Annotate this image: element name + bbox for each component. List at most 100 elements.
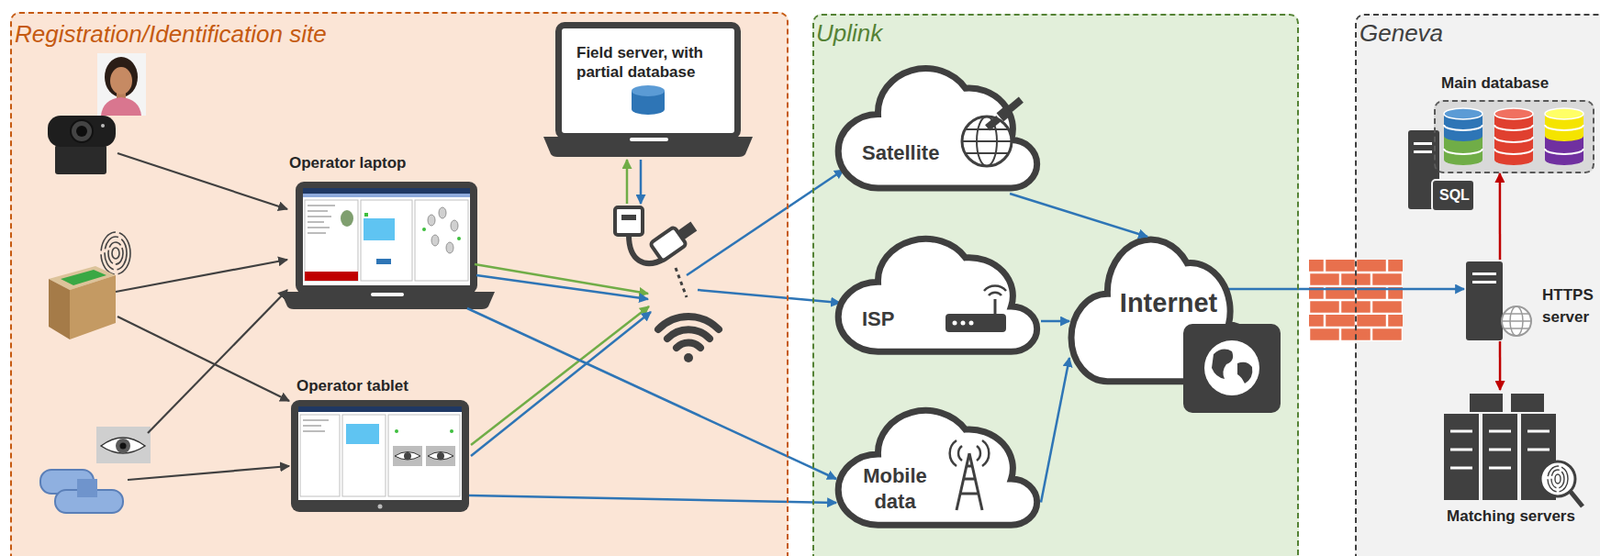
globe-icon bbox=[1204, 340, 1260, 396]
https-server-icon bbox=[1465, 261, 1503, 341]
database-group bbox=[1433, 100, 1595, 174]
matching-server-icon bbox=[1481, 413, 1519, 502]
ethernet-plug bbox=[615, 207, 701, 298]
tower-icon bbox=[950, 440, 990, 511]
database-group bbox=[1544, 124, 1584, 155]
region-ground bbox=[10, 11, 1600, 556]
connector-arrow bbox=[1499, 173, 1502, 260]
tablet-box: Operator tablet bbox=[290, 374, 470, 513]
satellite-icon bbox=[984, 95, 1025, 133]
db-engine-label: SQL bbox=[1439, 186, 1470, 205]
satellite-icon bbox=[962, 95, 1025, 167]
matching-server-icon bbox=[1540, 461, 1576, 497]
fingerprint-image bbox=[104, 236, 127, 270]
cloud-box: Satellite bbox=[836, 66, 1041, 194]
laptop-drawing bbox=[427, 214, 436, 226]
webcam bbox=[76, 125, 88, 137]
satellite-icon bbox=[984, 115, 1001, 131]
field-server-laptop bbox=[543, 136, 753, 157]
cloud-label: Internet bbox=[1113, 287, 1224, 319]
cloud-shape bbox=[838, 68, 1037, 189]
laptop-drawing bbox=[364, 212, 369, 217]
laptop-drawing bbox=[360, 200, 413, 281]
router-icon bbox=[952, 321, 958, 326]
laptop-drawing bbox=[450, 220, 459, 232]
fingerprint-image bbox=[100, 232, 131, 275]
face-photo bbox=[97, 53, 146, 116]
laptop-box: Operator laptop bbox=[280, 154, 495, 309]
ethernet-plug bbox=[621, 214, 637, 221]
connector-arrow bbox=[467, 308, 837, 480]
face-photo bbox=[104, 56, 138, 98]
label-anchor: SQL bbox=[0, 0, 31, 19]
database-group bbox=[1494, 113, 1533, 166]
https-server-icon bbox=[1501, 306, 1532, 336]
connector-arrow bbox=[1040, 358, 1070, 503]
router-icon bbox=[945, 286, 1007, 333]
site-wire bbox=[470, 312, 651, 457]
server-label: HTTPS server bbox=[1542, 284, 1596, 329]
cloud-shape bbox=[838, 68, 1253, 526]
site-wire bbox=[476, 275, 649, 300]
site-wire bbox=[470, 306, 649, 446]
iris-scanner bbox=[40, 469, 124, 514]
ethernet-plug bbox=[675, 268, 687, 298]
laptop-drawing bbox=[307, 205, 336, 234]
database-group bbox=[1544, 113, 1584, 166]
laptop-drawing bbox=[304, 271, 359, 281]
router-icon bbox=[984, 286, 1007, 296]
tablet-drawing bbox=[298, 406, 462, 413]
router-icon bbox=[961, 321, 966, 326]
eye-photo bbox=[96, 426, 151, 464]
matching-server-icon bbox=[1443, 392, 1583, 507]
sql-server-icon bbox=[1413, 150, 1433, 154]
server-label: Main database bbox=[1441, 74, 1549, 93]
laptop-drawing bbox=[302, 188, 470, 286]
tablet-drawing bbox=[392, 446, 423, 467]
laptop-drawing bbox=[340, 210, 354, 227]
globe-icon bbox=[1211, 349, 1233, 380]
face-photo bbox=[110, 67, 133, 95]
https-server-icon bbox=[1465, 261, 1532, 341]
satellite-icon bbox=[962, 129, 1012, 154]
connector-arrow bbox=[1499, 341, 1502, 391]
site-region: Registration/Identification site Field se… bbox=[10, 11, 789, 556]
fingerprint-image bbox=[108, 242, 124, 265]
uplink-region: UplinkSatelliteISPMobile dataInternet bbox=[812, 13, 1299, 556]
laptop-drawing bbox=[427, 207, 459, 254]
satellite-icon bbox=[1007, 97, 1024, 112]
device-label: Operator tablet bbox=[296, 377, 409, 396]
satellite-icon bbox=[962, 116, 1012, 167]
field-server-laptop bbox=[629, 137, 669, 142]
tablet-drawing bbox=[298, 406, 462, 501]
cloud-box: Mobile data bbox=[836, 408, 1041, 531]
tablet-drawing bbox=[346, 424, 380, 445]
region-title: Registration/Identification site bbox=[14, 20, 327, 48]
laptop-drawing bbox=[363, 218, 395, 241]
matching-server-icon bbox=[1570, 492, 1583, 507]
tablet-drawing bbox=[388, 414, 460, 497]
wifi-symbol bbox=[676, 342, 701, 348]
connector-arrow bbox=[1283, 288, 1465, 291]
database-group bbox=[1494, 108, 1533, 120]
tablet-drawing bbox=[342, 414, 386, 497]
input-wire bbox=[147, 290, 288, 434]
region-ground bbox=[10, 11, 789, 556]
ethernet-plug bbox=[649, 217, 701, 262]
sql-server-icon bbox=[1413, 142, 1433, 146]
cloud-label: Satellite bbox=[861, 141, 940, 166]
tower-icon bbox=[956, 453, 983, 511]
database-group bbox=[1544, 108, 1584, 120]
wifi-symbol bbox=[683, 353, 694, 363]
field-server-box: Field server, with partial database bbox=[543, 22, 753, 158]
laptop-drawing bbox=[457, 236, 461, 241]
matching-server-icon bbox=[1450, 431, 1550, 469]
tablet-drawing bbox=[449, 429, 454, 434]
https-server-icon bbox=[1501, 313, 1532, 329]
database-group bbox=[1443, 124, 1483, 155]
tablet-drawing bbox=[436, 452, 445, 460]
cloud-box: ISP bbox=[836, 236, 1041, 358]
matching-server-icon bbox=[1547, 466, 1568, 493]
device-label: Operator laptop bbox=[289, 154, 407, 173]
